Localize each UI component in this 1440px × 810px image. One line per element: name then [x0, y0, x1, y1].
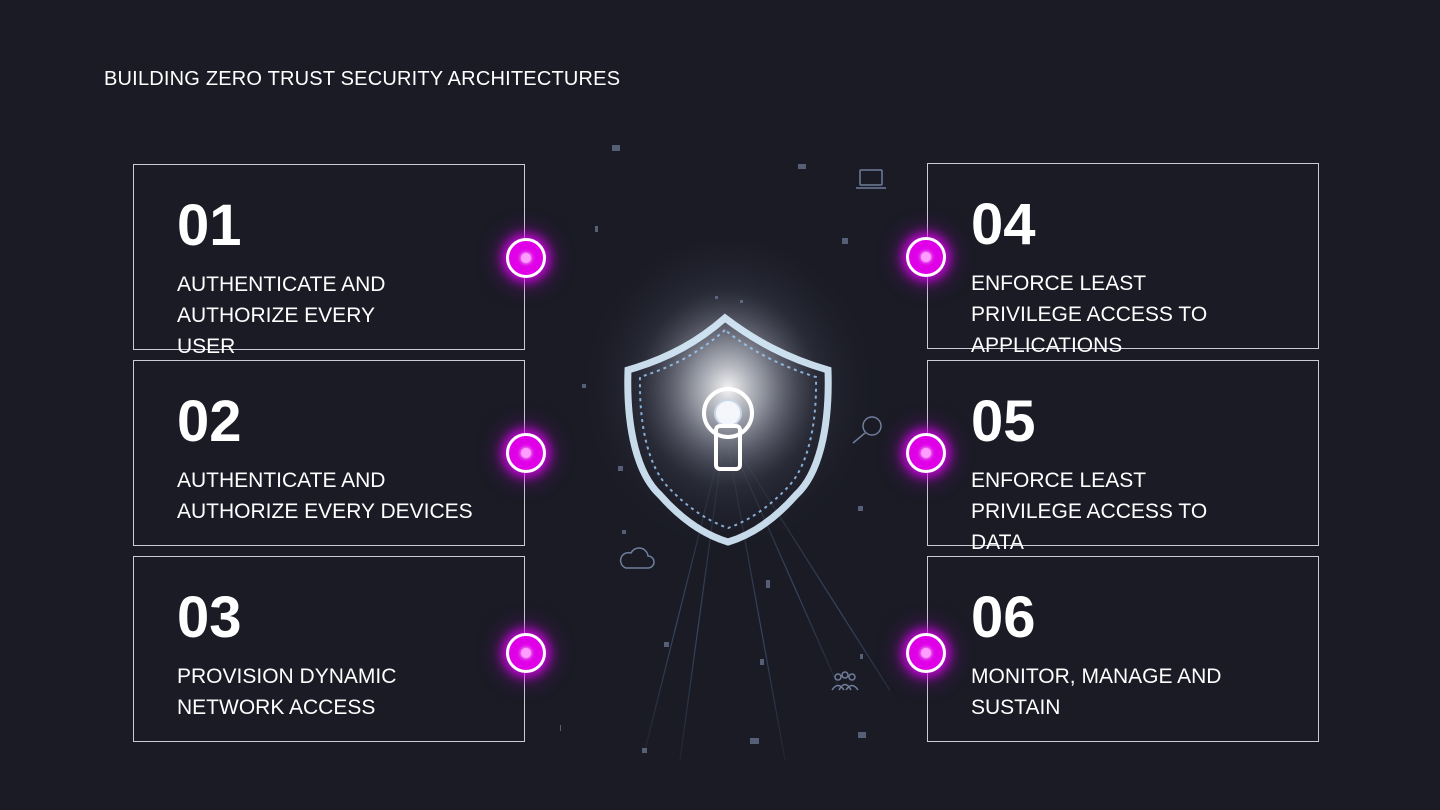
people-icon — [831, 671, 859, 691]
step-card-02: 02 AUTHENTICATE AND AUTHORIZE EVERY DEVI… — [133, 360, 525, 546]
shield-illustration — [560, 145, 890, 761]
laptop-icon — [856, 169, 886, 189]
page-title: BUILDING ZERO TRUST SECURITY ARCHITECTUR… — [104, 68, 621, 90]
step-connector-dot-03 — [506, 633, 546, 673]
step-connector-dot-06 — [906, 633, 946, 673]
step-card-06: 06 MONITOR, MANAGE AND SUSTAIN — [927, 556, 1319, 742]
step-number: 06 — [971, 585, 1036, 650]
step-number: 03 — [177, 585, 242, 650]
step-label: AUTHENTICATE AND AUTHORIZE EVERY DEVICES — [177, 469, 473, 523]
cloud-icon — [619, 547, 655, 569]
magnifier-icon — [852, 416, 882, 444]
step-card-04: 04 ENFORCE LEAST PRIVILEGE ACCESS TO APP… — [927, 163, 1319, 357]
step-number: 05 — [971, 389, 1036, 454]
step-label: ENFORCE LEAST PRIVILEGE ACCESS TO DATA — [971, 469, 1208, 554]
step-number: 04 — [971, 192, 1036, 257]
step-card-01: 01 AUTHENTICATE AND AUTHORIZE EVERY USER — [133, 164, 525, 358]
step-connector-dot-05 — [906, 433, 946, 473]
step-connector-dot-01 — [506, 238, 546, 278]
keyhole-icon — [702, 387, 754, 471]
step-card-05: 05 ENFORCE LEAST PRIVILEGE ACCESS TO DAT… — [927, 360, 1319, 554]
step-connector-dot-02 — [506, 433, 546, 473]
step-card-03: 03 PROVISION DYNAMIC NETWORK ACCESS — [133, 556, 525, 742]
shield-icon — [624, 313, 832, 546]
step-label: MONITOR, MANAGE AND SUSTAIN — [971, 665, 1222, 719]
step-label: PROVISION DYNAMIC NETWORK ACCESS — [177, 665, 397, 719]
step-connector-dot-04 — [906, 237, 946, 277]
step-number: 01 — [177, 193, 242, 258]
step-label: ENFORCE LEAST PRIVILEGE ACCESS TO APPLIC… — [971, 272, 1208, 357]
background-particles — [560, 145, 866, 753]
step-label: AUTHENTICATE AND AUTHORIZE EVERY USER — [177, 273, 386, 358]
step-number: 02 — [177, 389, 242, 454]
